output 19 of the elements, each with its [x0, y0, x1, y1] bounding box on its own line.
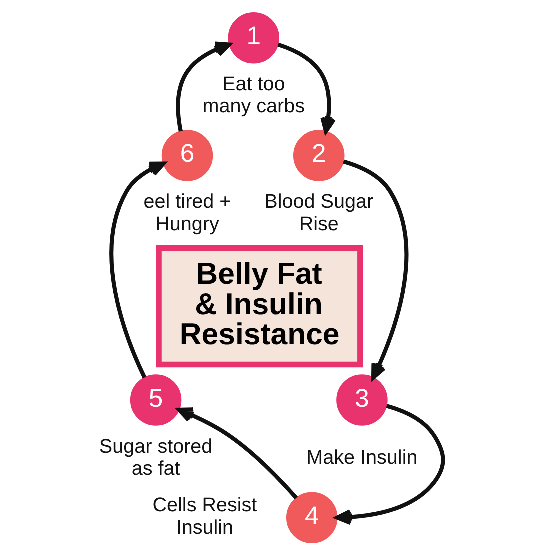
arrow	[336, 404, 446, 526]
node-label: Sugar stored as fat	[99, 436, 213, 480]
node-label: Blood Sugar Rise	[264, 191, 374, 236]
arrow	[110, 162, 166, 379]
node-label: Eat too many carbs	[202, 74, 306, 118]
node-label: Cells Resist Insulin	[152, 494, 258, 539]
node-circle: 1	[228, 12, 280, 64]
node-label: eel tired + Hungry	[144, 191, 232, 236]
node-circle: 4	[286, 492, 338, 544]
node-circle: 3	[336, 374, 388, 426]
node-box: Belly Fat & Insulin Resistance	[156, 245, 364, 368]
node-label: Make Insulin	[306, 446, 418, 469]
arrow	[177, 408, 298, 500]
node-circle: 5	[130, 374, 182, 426]
node-circle: 2	[294, 130, 345, 182]
arrow	[176, 42, 232, 132]
arrow	[278, 42, 336, 134]
node-circle: 6	[162, 130, 214, 182]
arrow	[343, 160, 409, 380]
